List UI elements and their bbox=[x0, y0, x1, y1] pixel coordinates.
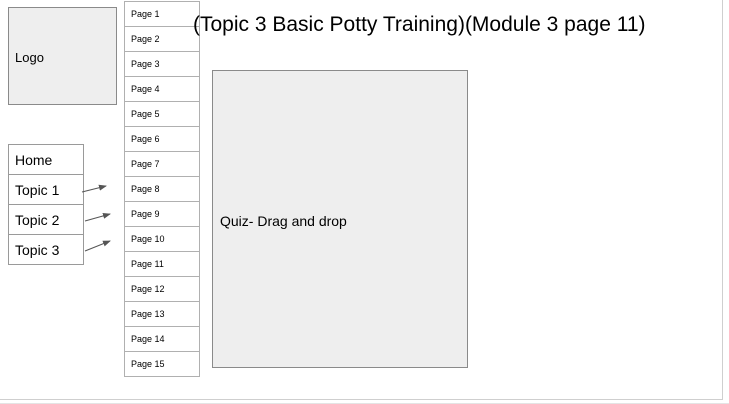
arrow-topic-3 bbox=[84, 240, 111, 252]
nav-item-label: Topic 1 bbox=[15, 182, 60, 198]
page-item-label: Page 12 bbox=[131, 284, 165, 294]
page-item-7[interactable]: Page 7 bbox=[125, 152, 199, 177]
nav-item-topic-3[interactable]: Topic 3 bbox=[8, 235, 84, 265]
quiz-content-area[interactable]: Quiz- Drag and drop bbox=[212, 70, 468, 368]
page-item-label: Page 6 bbox=[131, 134, 160, 144]
page-item-label: Page 2 bbox=[131, 34, 160, 44]
page-item-8[interactable]: Page 8 bbox=[125, 177, 199, 202]
page-item-3[interactable]: Page 3 bbox=[125, 52, 199, 77]
frame-border-bottom bbox=[0, 399, 723, 400]
nav-item-topic-2[interactable]: Topic 2 bbox=[8, 205, 84, 235]
page-title: (Topic 3 Basic Potty Training)(Module 3 … bbox=[193, 13, 646, 36]
page-item-label: Page 11 bbox=[131, 259, 164, 269]
nav-item-label: Topic 2 bbox=[15, 212, 60, 228]
nav-item-home[interactable]: Home bbox=[8, 144, 84, 175]
page-item-1[interactable]: Page 1 bbox=[125, 2, 199, 27]
frame-border-right bbox=[722, 0, 723, 399]
page-item-label: Page 5 bbox=[131, 109, 160, 119]
page-item-label: Page 8 bbox=[131, 184, 160, 194]
page-item-12[interactable]: Page 12 bbox=[125, 277, 199, 302]
nav-item-label: Topic 3 bbox=[15, 242, 60, 258]
page-item-9[interactable]: Page 9 bbox=[125, 202, 199, 227]
nav-item-topic-1[interactable]: Topic 1 bbox=[8, 175, 84, 205]
page-item-14[interactable]: Page 14 bbox=[125, 327, 199, 352]
page-item-label: Page 1 bbox=[131, 9, 160, 19]
page-item-label: Page 7 bbox=[131, 159, 160, 169]
page-item-6[interactable]: Page 6 bbox=[125, 127, 199, 152]
page-item-13[interactable]: Page 13 bbox=[125, 302, 199, 327]
logo-placeholder: Logo bbox=[8, 7, 117, 105]
arrow-topic-1 bbox=[81, 184, 107, 193]
page-item-15[interactable]: Page 15 bbox=[125, 352, 199, 377]
page-item-5[interactable]: Page 5 bbox=[125, 102, 199, 127]
page-item-4[interactable]: Page 4 bbox=[125, 77, 199, 102]
quiz-content-label: Quiz- Drag and drop bbox=[220, 213, 347, 229]
page-item-label: Page 9 bbox=[131, 209, 160, 219]
logo-label: Logo bbox=[15, 50, 44, 65]
page-item-label: Page 3 bbox=[131, 59, 160, 69]
page-list: Page 1 Page 2 Page 3 Page 4 Page 5 Page … bbox=[124, 1, 200, 377]
nav-item-label: Home bbox=[15, 152, 53, 168]
topic-nav: Home Topic 1 Topic 2 Topic 3 bbox=[8, 144, 84, 265]
page-item-label: Page 4 bbox=[131, 84, 160, 94]
page-item-label: Page 14 bbox=[131, 334, 165, 344]
page-item-label: Page 13 bbox=[131, 309, 165, 319]
page-item-label: Page 15 bbox=[131, 359, 165, 369]
page-item-10[interactable]: Page 10 bbox=[125, 227, 199, 252]
page-item-2[interactable]: Page 2 bbox=[125, 27, 199, 52]
page-item-label: Page 10 bbox=[131, 234, 165, 244]
arrow-topic-2 bbox=[84, 212, 111, 222]
page-item-11[interactable]: Page 11 bbox=[125, 252, 199, 277]
